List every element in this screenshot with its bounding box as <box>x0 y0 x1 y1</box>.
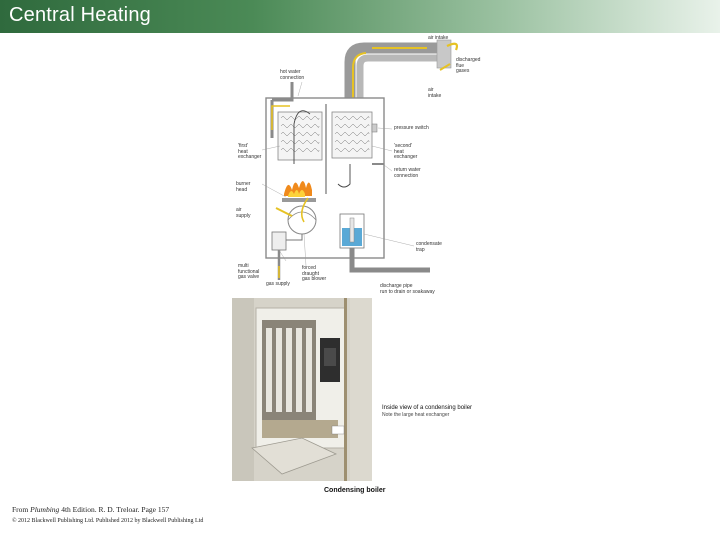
first-heat-exchanger <box>277 111 323 161</box>
boiler-photo <box>232 298 372 481</box>
label-pressure-switch: pressure switch <box>394 125 429 131</box>
label-hot-water-connection: hot water connection <box>280 69 305 81</box>
label-forced-draught-gas-blower: forced draught gas blower <box>302 265 327 282</box>
flue-up-flow-line <box>352 52 367 102</box>
label-burner-head: burner head <box>236 181 251 193</box>
label-air-intake: air intake <box>428 35 449 41</box>
label-condensate-trap: condensate trap <box>416 241 442 253</box>
air-supply-arrow <box>275 207 293 217</box>
figure-caption: Condensing boiler <box>324 487 386 494</box>
label-return-water-connection: return water connection <box>394 167 421 179</box>
air-intake-lower-arrow <box>439 63 451 71</box>
source-prefix: From <box>12 505 31 514</box>
flue-outer-pipe <box>344 42 437 104</box>
boiler-diagram: air intake discharged flue gases air int… <box>232 34 492 300</box>
gas-feed-pipe <box>286 234 303 241</box>
label-discharge-pipe: discharge pipe run to drain or soakaway <box>380 283 435 295</box>
blower-flow-line <box>300 197 309 223</box>
trap-dip-tube <box>349 217 355 243</box>
burner-flames <box>284 181 312 197</box>
photo-caption-subtitle: Note the large heat exchanger <box>382 412 450 418</box>
copyright-notice: © 2012 Blackwell Publishing Ltd. Publish… <box>12 518 204 524</box>
label-first-heat-exchanger: 'first' heat exchanger <box>238 143 262 160</box>
boiler-photo-drawing <box>232 298 372 481</box>
source-citation: From Plumbing 4th Edition. R. D. Treloar… <box>12 505 169 514</box>
discharge-pipe <box>349 248 430 273</box>
boiler-schematic <box>261 39 459 280</box>
photo-caption: Inside view of a condensing boiler Note … <box>382 405 492 418</box>
source-rest: 4th Edition. R. D. Treloar. Page 157 <box>59 505 170 514</box>
title-bar: Central Heating <box>0 0 720 33</box>
slide-title: Central Heating <box>9 4 151 26</box>
label-discharged-flue-gases: discharged flue gases <box>456 57 481 74</box>
flue-inner-pipe <box>356 54 437 104</box>
internal-flow-arrow-1 <box>293 110 311 164</box>
label-air-supply: air supply <box>236 207 251 219</box>
label-gas-supply: gas supply <box>266 281 290 287</box>
exchanger-fins <box>280 116 370 152</box>
internal-flow-arrow-3 <box>337 164 351 188</box>
pressure-switch <box>371 123 378 133</box>
photo-caption-title: Inside view of a condensing boiler <box>382 405 473 411</box>
source-book-title: Plumbing <box>30 505 60 514</box>
burner-head <box>282 198 316 202</box>
gas-valve <box>271 231 287 251</box>
air-intake-arrow <box>446 42 459 51</box>
label-multi-functional-gas-valve: multi functional gas valve <box>238 263 260 280</box>
label-air-intake-lower: air intake <box>428 87 442 99</box>
hot-water-flow-line <box>271 105 290 130</box>
leader-lines <box>261 81 415 267</box>
label-second-heat-exchanger: 'second' heat exchanger <box>394 143 418 160</box>
